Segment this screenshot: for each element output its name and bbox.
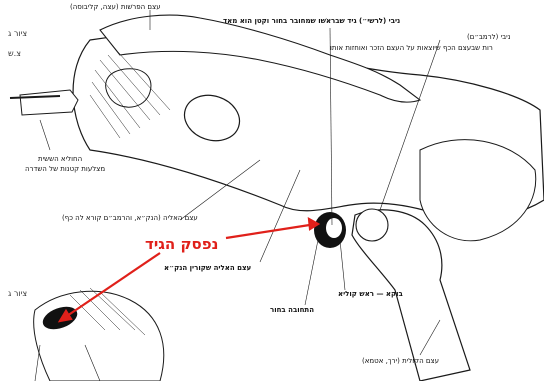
label-fig-bottom: ציור ג — [8, 290, 27, 298]
label-gid-shenasheh: ניבי (לרשי״) גיד שבראשׁו שמחובר בחור וקט… — [223, 17, 400, 25]
label-iliac-ridge: עצם האליה שקורין הנק״א — [164, 264, 251, 272]
bottom-detail-bone — [34, 291, 164, 381]
label-buka: בוקא — ראש קוליא — [338, 290, 403, 298]
label-nivi-rambam-desc: רות שבעצם הכף שיוצאות על העצם הזכר ואוחז… — [330, 44, 493, 52]
obturator-hole-2 — [106, 69, 151, 107]
femur-head — [356, 209, 388, 241]
vertebra — [20, 90, 78, 115]
label-iliac-bone: עצם האליה (הנק״א, והרמב״ם קורא לה כף) — [62, 214, 198, 222]
label-nivi-rambam: ניבי (לרמב״ם) — [467, 33, 511, 41]
label-fig-top-1: ציור ג — [8, 30, 27, 38]
label-nifsak-hagid: נפסק הגיד — [145, 236, 218, 252]
label-fig-top-2: צ.ש — [8, 50, 21, 58]
label-chulia-2: מצלעות קטנות של השדרה — [25, 165, 105, 173]
label-parasha-bone: עצם הפרשׁות (עצה, קליבוסה) — [70, 3, 161, 11]
label-chulia-1: החוליא הששית — [38, 155, 82, 163]
label-femur: עצם הקולית (ירך, אטמא) — [362, 357, 439, 365]
label-hole: התחובה בחור — [270, 306, 314, 314]
